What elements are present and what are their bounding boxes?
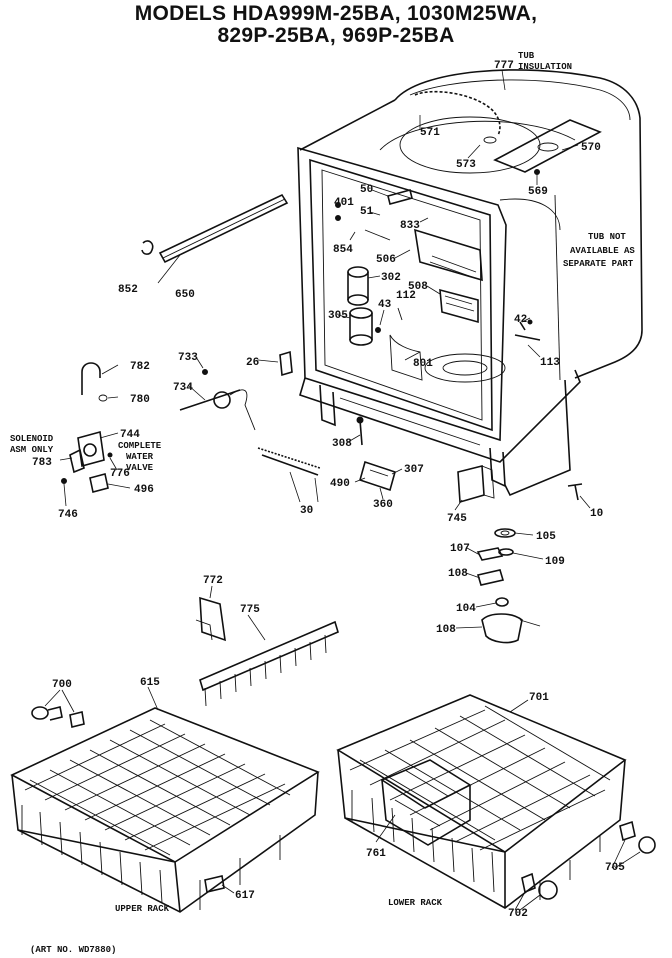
part-label: 569 <box>528 186 548 198</box>
part-label: 700 <box>52 679 72 691</box>
part-label: 617 <box>235 890 255 902</box>
part-label: 571 <box>420 127 440 139</box>
spray-arm-parts <box>476 528 541 644</box>
part-label: 401 <box>334 197 354 209</box>
caption-lower-rack: LOWER RACK <box>388 898 443 908</box>
diagram-title-line-2: 829P-25BA, 969P-25BA <box>217 24 455 47</box>
part-labels: 777 571 573 570 569 50 401 51 833 854 50… <box>32 60 625 920</box>
part-label: 105 <box>536 531 556 543</box>
part-label: 772 <box>203 575 223 587</box>
part-label: 833 <box>400 220 420 232</box>
part-label: 50 <box>360 184 373 196</box>
part-label: 490 <box>330 478 350 490</box>
caption-complete-3: VALVE <box>126 463 154 473</box>
part-label: 305 <box>328 310 348 322</box>
caption-tub-not-3: SEPARATE PART <box>563 259 634 269</box>
caption-complete-1: COMPLETE <box>118 441 162 451</box>
part-label: 108 <box>448 568 468 580</box>
left-parts <box>61 193 583 504</box>
tub-assembly <box>297 69 643 497</box>
part-label: 508 <box>408 281 428 293</box>
part-label: 702 <box>508 908 528 920</box>
part-label: 108 <box>436 624 456 636</box>
caption-solenoid-1: SOLENOID <box>10 434 54 444</box>
caption-complete-2: WATER <box>126 452 154 462</box>
part-label: 43 <box>378 299 392 311</box>
part-label: 10 <box>590 508 603 520</box>
diagram-title-line-1: MODELS HDA999M-25BA, 1030M25WA, <box>134 2 538 25</box>
part-label: 573 <box>456 159 476 171</box>
part-label: 308 <box>332 438 352 450</box>
leader-lines <box>44 69 641 911</box>
caption-art-number: (ART NO. WD7880) <box>30 945 116 955</box>
part-label: 42 <box>514 314 527 326</box>
part-label: 506 <box>376 254 396 266</box>
part-label: 761 <box>366 848 386 860</box>
lower-rack <box>336 694 656 909</box>
part-label: 746 <box>58 509 78 521</box>
caption-tub-insulation-2: INSULATION <box>518 62 572 72</box>
part-label: 112 <box>396 290 416 302</box>
part-label: 104 <box>456 603 476 615</box>
part-label: 852 <box>118 284 138 296</box>
part-label: 615 <box>140 677 160 689</box>
upper-rack <box>10 707 320 913</box>
part-label: 302 <box>381 272 401 284</box>
part-label: 776 <box>110 468 130 480</box>
caption-tub-insulation-1: TUB <box>518 51 535 61</box>
part-label: 30 <box>300 505 313 517</box>
part-label: 26 <box>246 357 259 369</box>
caption-tub-not-2: AVAILABLE AS <box>570 246 635 256</box>
part-label: 783 <box>32 457 52 469</box>
caption-tub-not-1: TUB NOT <box>588 232 626 242</box>
part-label: 780 <box>130 394 150 406</box>
part-label: 307 <box>404 464 424 476</box>
part-label: 650 <box>175 289 195 301</box>
caption-solenoid-2: ASM ONLY <box>10 445 54 455</box>
part-label: 734 <box>173 382 193 394</box>
part-label: 496 <box>134 484 154 496</box>
part-label: 854 <box>333 244 353 256</box>
part-label: 701 <box>529 692 549 704</box>
part-label: 107 <box>450 543 470 555</box>
part-label: 801 <box>413 358 433 370</box>
part-label: 51 <box>360 206 374 218</box>
part-label: 360 <box>373 499 393 511</box>
part-label: 705 <box>605 862 625 874</box>
part-label: 745 <box>447 513 467 525</box>
part-label: 113 <box>540 357 560 369</box>
part-label: 744 <box>120 429 140 441</box>
caption-upper-rack: UPPER RACK <box>115 904 170 914</box>
part-label: 775 <box>240 604 260 616</box>
part-label: 109 <box>545 556 565 568</box>
part-label: 733 <box>178 352 198 364</box>
rack-accessories <box>31 596 339 728</box>
part-label: 777 <box>494 60 514 72</box>
part-label: 782 <box>130 361 150 373</box>
part-label: 570 <box>581 142 601 154</box>
